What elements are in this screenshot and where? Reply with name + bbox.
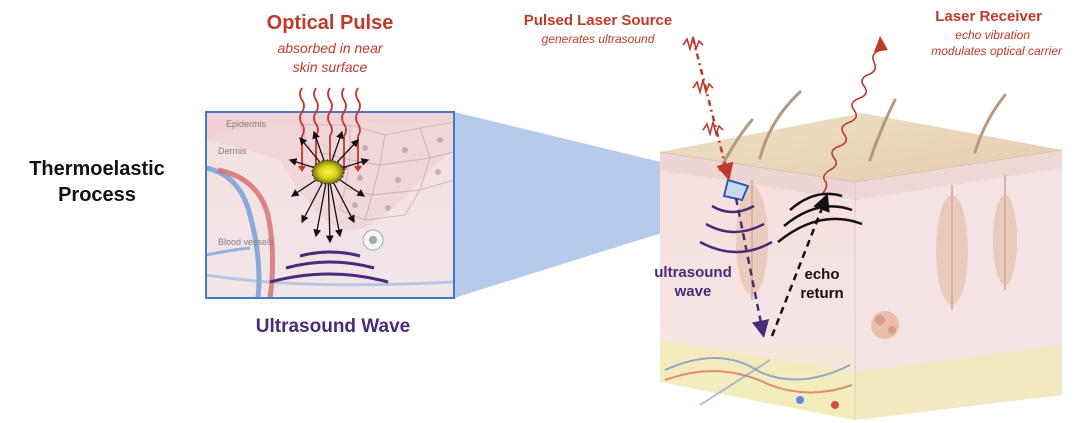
echo-arrow-icon [770,193,830,337]
zoom-panel [205,111,455,299]
receiver-beam-icon [821,49,881,195]
echo-label-line2: return [800,285,844,302]
absorption-spot-icon [311,159,345,185]
receiver-arrow-head-icon [874,36,888,52]
thermoelastic-heading: Thermoelastic Process [14,156,180,208]
left-ultrasound-arcs-icon [269,250,389,284]
skin-block [659,90,1063,420]
ultrasound-label-line2: wave [674,283,712,300]
echo-label: echo return [800,265,843,303]
optical-pulse-title: Optical Pulse [266,12,394,34]
laser-receiver-title: Laser Receiver [935,8,1042,25]
laser-source-sub: generates ultrasound [541,32,655,46]
optical-pulse-sub2: skin surface [292,59,368,75]
echo-label-line1: echo [804,266,840,283]
ultrasound-label-line1: ultrasound [654,264,732,281]
layer-label-blood-vessels: Blood vessels [218,237,274,247]
optical-pulse-arrows-icon [299,87,361,166]
ultrasound-path [734,197,770,338]
laser-source-title: Pulsed Laser Source [523,12,673,29]
laser-receiver-sub2: modulates optical carrier [931,44,1062,58]
zoom-projection [454,112,735,298]
laser-beam-icon [682,36,734,181]
thermoelastic-heading-line2: Process [58,184,136,206]
ultrasound-wave-arcs-icon [699,204,773,254]
ultrasound-wave-caption: Ultrasound Wave [255,316,411,337]
laser-receiver-sub1: echo vibration [955,28,1030,42]
ultrasound-label: ultrasound wave [654,263,732,301]
thermoelastic-heading-line1: Thermoelastic [29,158,165,180]
layer-label-dermis: Dermis [218,146,247,156]
optical-pulse-sub1: absorbed in near [277,40,383,56]
absorption-target [722,178,750,202]
layer-label-epidermis: Epidermis [226,119,267,129]
